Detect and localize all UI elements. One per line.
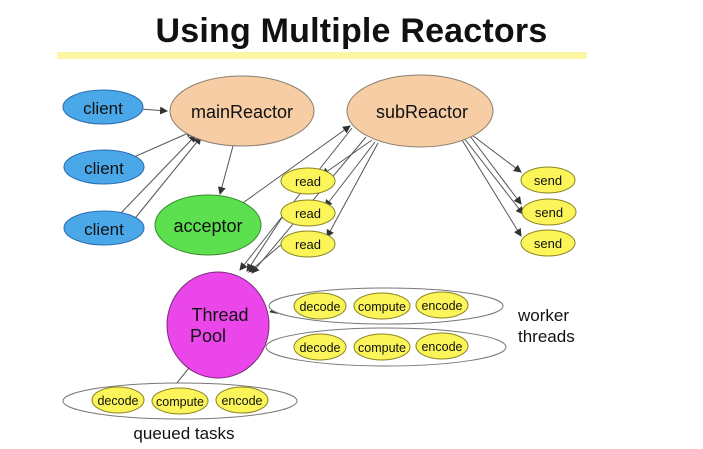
task-encode: encode: [215, 386, 269, 414]
title-highlight-bar: [57, 52, 587, 59]
edge-read2-pool: [246, 215, 284, 272]
send-label: send: [534, 236, 562, 251]
task-encode: encode: [415, 291, 469, 319]
queued-tasks-label: queued tasks: [133, 424, 234, 443]
edge-sub-read2: [324, 141, 376, 208]
client-label: client: [84, 220, 124, 239]
sub-reactor-label: subReactor: [376, 102, 468, 122]
main-reactor-label: mainReactor: [191, 102, 293, 122]
edge-read3-pool: [248, 242, 284, 273]
svg-text:decode: decode: [299, 341, 340, 355]
client-node: client: [63, 210, 145, 246]
acceptor-label: acceptor: [173, 216, 242, 236]
thread-pool-label-line1: Thread: [191, 305, 248, 325]
edge-sub-send2: [469, 135, 522, 205]
worker-thread-row: decode compute encode: [265, 327, 507, 367]
task-decode: decode: [293, 292, 347, 320]
svg-text:compute: compute: [358, 300, 406, 314]
svg-text:compute: compute: [358, 341, 406, 355]
worker-threads-label-line2: threads: [518, 327, 575, 346]
page-title: Using Multiple Reactors: [155, 12, 548, 50]
svg-text:compute: compute: [156, 395, 204, 409]
client-node: client: [62, 89, 144, 125]
acceptor-node: acceptor: [154, 194, 262, 256]
svg-text:encode: encode: [221, 394, 262, 408]
read-label: read: [295, 237, 321, 252]
edge-sub-pool-a: [239, 127, 353, 271]
task-compute: compute: [353, 292, 411, 320]
task-encode: encode: [415, 332, 469, 360]
edge-acceptor-sub: [239, 125, 351, 206]
send-label: send: [535, 205, 563, 220]
worker-thread-row: decode compute encode: [268, 287, 504, 325]
task-decode: decode: [293, 333, 347, 361]
read-label: read: [295, 206, 321, 221]
svg-text:decode: decode: [299, 300, 340, 314]
main-reactor-node: mainReactor: [169, 75, 315, 147]
thread-pool-label-line2: Pool: [190, 326, 226, 346]
queued-task-row: decode compute encode: [62, 382, 298, 420]
edge-main-acceptor: [217, 145, 234, 195]
edge-sub-read3: [326, 142, 379, 238]
read-node: read: [280, 199, 336, 227]
worker-threads-label-line1: worker: [517, 306, 569, 325]
client-node: client: [63, 149, 145, 185]
svg-text:encode: encode: [421, 340, 462, 354]
task-decode: decode: [91, 386, 145, 414]
send-node: send: [520, 166, 576, 194]
task-compute: compute: [151, 387, 209, 415]
edge-client3b-main: [131, 136, 202, 223]
edge-sub-read1: [321, 139, 373, 176]
svg-text:encode: encode: [421, 299, 462, 313]
svg-text:decode: decode: [97, 394, 138, 408]
edge-sub-send1: [467, 131, 522, 173]
edge-client3-main: [119, 134, 197, 215]
client-label: client: [84, 159, 124, 178]
read-label: read: [295, 174, 321, 189]
send-label: send: [534, 173, 562, 188]
sub-reactor-node: subReactor: [346, 74, 494, 148]
edge-sub-send2b: [463, 137, 524, 215]
client-label: client: [83, 99, 123, 118]
thread-pool-node: Thread Pool: [166, 271, 270, 379]
task-compute: compute: [353, 333, 411, 361]
send-node: send: [520, 229, 576, 257]
read-node: read: [280, 230, 336, 258]
read-node: read: [280, 167, 336, 195]
edge-sub-send3: [461, 139, 522, 237]
edge-client2-main: [126, 130, 194, 161]
send-node: send: [521, 198, 577, 226]
